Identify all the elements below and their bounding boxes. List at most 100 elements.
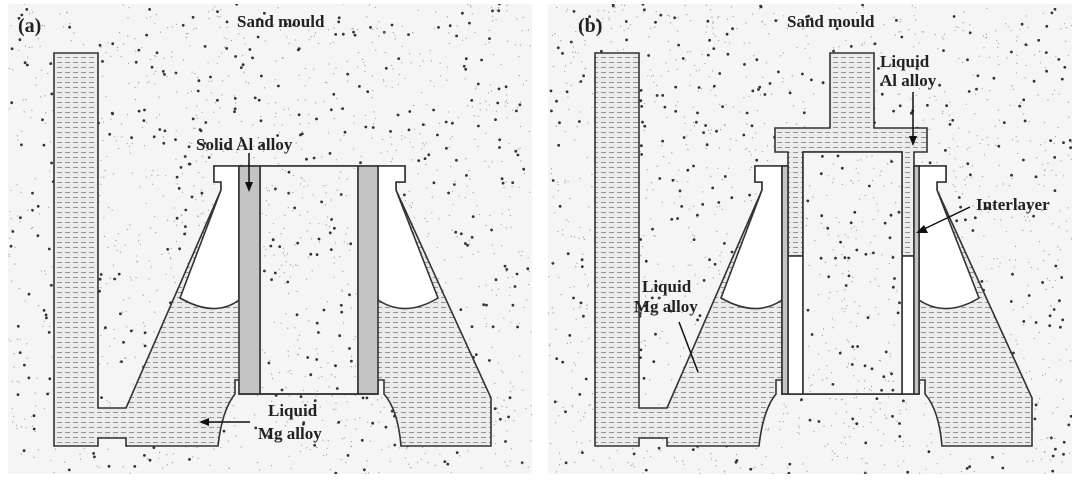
sand-grain: [560, 39, 562, 42]
sand-grain: [1069, 452, 1071, 454]
sand-grain: [375, 49, 377, 52]
sand-grain: [761, 464, 763, 466]
sand-grain: [23, 111, 25, 113]
sand-grain: [735, 140, 737, 142]
sand-grain: [439, 453, 441, 455]
sand-grain: [909, 111, 913, 115]
sand-grain: [855, 248, 859, 252]
sand-grain: [529, 191, 531, 193]
sand-grain: [300, 176, 302, 179]
sand-grain: [113, 328, 115, 331]
sand-grain: [592, 408, 594, 410]
sand-grain: [122, 4, 124, 6]
sand-grain: [439, 62, 441, 64]
core: [802, 151, 903, 395]
sand-grain: [527, 466, 529, 468]
sand-grain: [282, 252, 284, 254]
sand-grain: [650, 218, 652, 220]
sand-grain: [488, 29, 490, 31]
sand-grain: [676, 181, 678, 183]
sand-grain: [158, 128, 162, 131]
sand-grain: [758, 8, 761, 10]
sand-grain: [299, 183, 302, 185]
sand-grain: [465, 158, 467, 160]
sand-grain: [864, 441, 868, 445]
sand-grain: [798, 417, 800, 419]
sand-grain: [305, 157, 308, 161]
sand-grain: [188, 458, 191, 461]
sand-grain: [421, 92, 423, 94]
sand-grain: [835, 412, 837, 414]
sand-grain: [102, 139, 104, 142]
sand-grain: [835, 217, 838, 219]
sand-grain: [846, 305, 848, 307]
sand-grain: [364, 114, 367, 117]
sand-grain: [258, 17, 261, 21]
sand-grain: [592, 459, 595, 461]
sand-grain: [465, 174, 468, 177]
sand-grain: [812, 196, 814, 198]
sand-grain: [641, 120, 644, 124]
sand-grain: [369, 4, 371, 6]
sand-grain: [932, 118, 934, 120]
sand-grain: [519, 355, 521, 357]
sand-grain: [320, 200, 323, 204]
sand-grain: [14, 246, 16, 248]
sand-grain: [1037, 402, 1039, 404]
sand-grain: [137, 240, 140, 242]
sand-grain: [1054, 447, 1057, 451]
sand-grain: [284, 170, 286, 172]
sand-grain: [834, 256, 837, 260]
sand-grain: [570, 235, 572, 237]
sand-grain: [445, 282, 447, 284]
sand-grain: [303, 180, 305, 182]
sand-grain: [1067, 101, 1070, 103]
sand-grain: [119, 251, 121, 253]
sand-grain: [999, 262, 1001, 264]
sand-grain: [149, 301, 151, 303]
sand-grain: [1027, 216, 1029, 218]
sand-grain: [1044, 51, 1048, 54]
sand-grain: [310, 238, 313, 240]
sand-grain: [698, 69, 700, 71]
sand-grain: [968, 31, 972, 35]
sand-grain: [384, 425, 388, 429]
sand-grain: [306, 230, 308, 232]
sand-grain: [8, 255, 10, 257]
sand-grain: [1042, 209, 1044, 211]
sand-grain: [269, 244, 273, 248]
sand-grain: [817, 294, 820, 296]
sand-grain: [312, 194, 314, 196]
sand-grain: [8, 108, 11, 110]
sand-grain: [194, 127, 196, 129]
sand-grain: [148, 458, 152, 462]
sand-grain: [8, 253, 10, 255]
sand-grain: [314, 32, 316, 34]
sand-grain: [811, 384, 813, 386]
panel-a-tag: (a): [18, 15, 41, 37]
sand-grain: [717, 201, 721, 204]
sand-grain: [237, 147, 239, 149]
sand-grain: [743, 97, 745, 99]
sand-grain: [268, 190, 270, 192]
sand-grain: [42, 309, 46, 312]
sand-grain: [850, 179, 852, 182]
sand-grain: [918, 88, 921, 90]
sand-grain: [832, 249, 834, 251]
sand-grain: [465, 37, 467, 40]
sand-grain: [27, 292, 31, 296]
sand-grain: [689, 50, 691, 52]
sand-grain: [407, 128, 411, 132]
sand-grain: [1068, 116, 1070, 118]
sand-grain: [996, 39, 998, 42]
sand-grain: [187, 92, 189, 94]
sand-grain: [424, 217, 426, 220]
sand-grain: [443, 460, 447, 463]
sand-grain: [302, 421, 306, 425]
sand-grain: [19, 221, 21, 223]
sand-grain: [861, 43, 864, 45]
sand-grain: [668, 15, 671, 17]
sand-grain: [850, 363, 854, 366]
sand-grain: [768, 33, 770, 35]
sand-grain: [869, 281, 872, 283]
